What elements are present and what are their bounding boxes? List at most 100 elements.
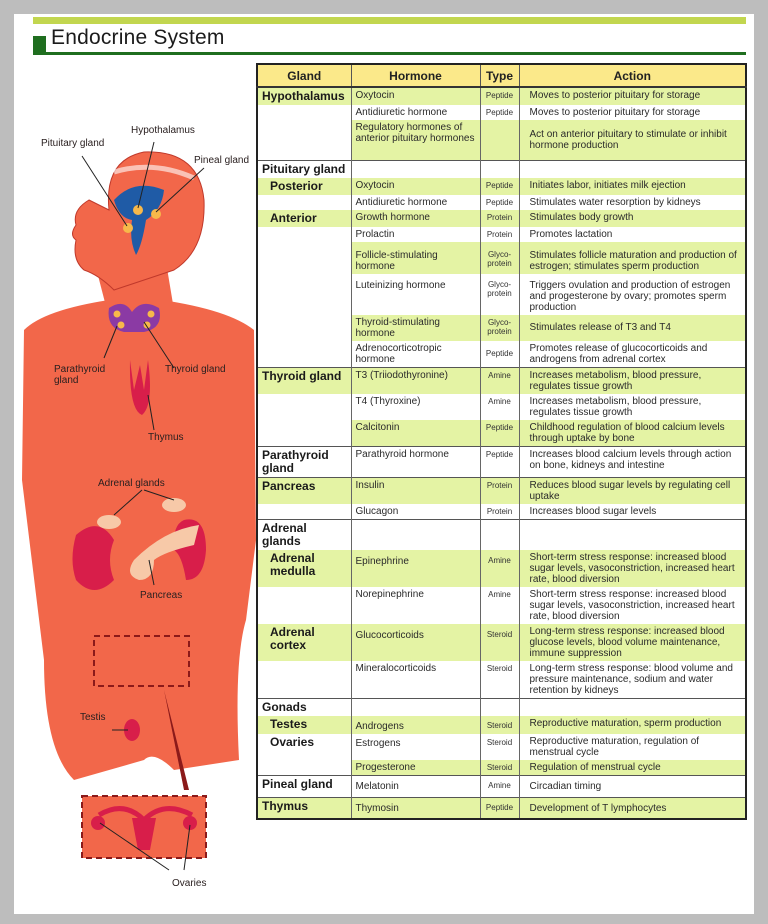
label-ovaries: Ovaries: [172, 878, 207, 889]
gland-cell: Gonads: [256, 697, 352, 716]
header-type: Type: [479, 63, 520, 88]
gland-cell: Hypothalamus: [256, 87, 352, 105]
type-cell: Protein: [479, 503, 520, 519]
hormone-cell: Progesterone: [350, 759, 481, 775]
action-cell: Long-term stress response: blood volume …: [518, 660, 747, 698]
action-cell: Short-term stress response: increased bl…: [518, 549, 747, 587]
gland-cell: [256, 660, 352, 698]
action-cell: [518, 697, 747, 716]
gland-cell: [256, 340, 352, 367]
accent-bar: [33, 17, 746, 24]
action-cell: Regulation of menstrual cycle: [518, 759, 747, 775]
hormone-cell: Antidiuretic hormone: [350, 194, 481, 210]
gland-cell: Pancreas: [256, 476, 352, 504]
title-marker: [33, 36, 46, 52]
type-cell: Peptide: [479, 445, 520, 477]
type-cell: Amine: [479, 366, 520, 394]
hormone-cell: Antidiuretic hormone: [350, 105, 481, 120]
hormone-cell: T4 (Thyroxine): [350, 393, 481, 420]
hormone-cell: Thymosin: [350, 796, 481, 819]
gland-cell: [256, 586, 352, 624]
action-cell: Stimulates follicle maturation and produ…: [518, 241, 747, 274]
action-cell: Moves to posterior pituitary for storage: [518, 105, 747, 120]
type-cell: Protein: [479, 209, 520, 227]
action-cell: Stimulates water resorption by kidneys: [518, 194, 747, 210]
gland-cell: [256, 226, 352, 242]
hormone-cell: Estrogens: [350, 733, 481, 760]
action-cell: Reproductive maturation, sperm productio…: [518, 715, 747, 734]
type-cell: Peptide: [479, 105, 520, 120]
header-gland: Gland: [256, 63, 352, 88]
hormone-cell: Thyroid-stimulating hormone: [350, 314, 481, 341]
type-cell: [479, 159, 520, 178]
gland-cell: [256, 120, 352, 160]
label-hypothalamus: Hypothalamus: [131, 125, 195, 136]
header-hormone: Hormone: [350, 63, 481, 88]
gland-cell: [256, 105, 352, 120]
type-cell: Amine: [479, 393, 520, 420]
action-cell: Stimulates release of T3 and T4: [518, 314, 747, 341]
type-cell: Glyco-protein: [479, 241, 520, 274]
hormone-cell: Androgens: [350, 715, 481, 734]
hormone-cell: Oxytocin: [350, 87, 481, 105]
gland-cell: [256, 194, 352, 210]
hormone-cell: Melatonin: [350, 774, 481, 797]
hormone-cell: [350, 518, 481, 550]
hormone-cell: Epinephrine: [350, 549, 481, 587]
hormone-cell: [350, 697, 481, 716]
label-thymus: Thymus: [148, 432, 184, 443]
label-pineal-gland: Pineal gland: [194, 155, 250, 166]
table-row: Gonads: [256, 697, 747, 716]
type-cell: Steroid: [479, 715, 520, 734]
type-cell: Peptide: [479, 87, 520, 105]
gland-cell: [256, 314, 352, 341]
action-cell: Short-term stress response: increased bl…: [518, 586, 747, 624]
label-pituitary-gland: Pituitary gland: [41, 138, 105, 149]
type-cell: Peptide: [479, 796, 520, 819]
hormone-cell: Mineralocorticoids: [350, 660, 481, 698]
type-cell: Protein: [479, 226, 520, 242]
type-cell: Peptide: [479, 194, 520, 210]
header-action: Action: [518, 63, 747, 88]
gland-cell: [256, 241, 352, 274]
action-cell: Increases blood sugar levels: [518, 503, 747, 519]
action-cell: Moves to posterior pituitary for storage: [518, 87, 747, 105]
table-header-row: Gland Hormone Type Action: [256, 63, 747, 88]
action-cell: Initiates labor, initiates milk ejection: [518, 177, 747, 195]
hormone-cell: Luteinizing hormone: [350, 273, 481, 315]
action-cell: Reduces blood sugar levels by regulating…: [518, 476, 747, 504]
hormone-cell: Parathyroid hormone: [350, 445, 481, 477]
type-cell: Amine: [479, 586, 520, 624]
type-cell: Steroid: [479, 733, 520, 760]
hormone-cell: Oxytocin: [350, 177, 481, 195]
type-cell: [479, 518, 520, 550]
type-cell: Steroid: [479, 623, 520, 661]
type-cell: Peptide: [479, 419, 520, 446]
type-cell: Amine: [479, 549, 520, 587]
hormone-cell: Follicle-stimulating hormone: [350, 241, 481, 274]
action-cell: Increases metabolism, blood pressure, re…: [518, 393, 747, 420]
action-cell: Circadian timing: [518, 774, 747, 797]
gland-cell: [256, 503, 352, 519]
action-cell: [518, 159, 747, 178]
gland-cell: Pituitary gland: [256, 159, 352, 178]
action-cell: Development of T lymphocytes: [518, 796, 747, 819]
gland-cell: Pineal gland: [256, 774, 352, 797]
type-cell: Steroid: [479, 660, 520, 698]
label-parathyroid-gland: Parathyroid gland: [54, 364, 106, 386]
human-body-figure: [22, 141, 256, 871]
